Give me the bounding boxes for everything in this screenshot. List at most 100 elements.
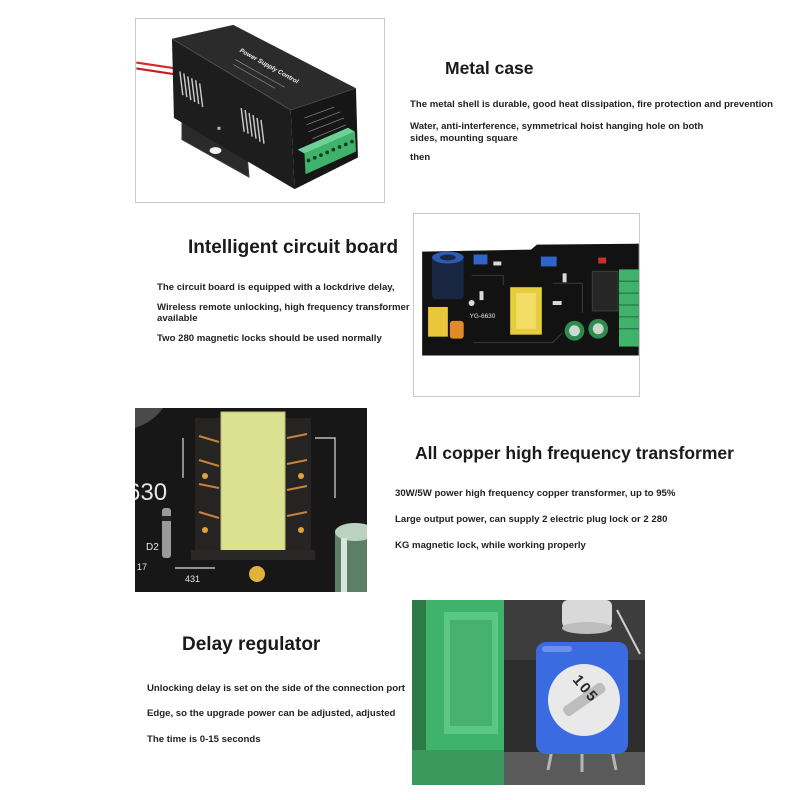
terminal-screw [337,145,342,149]
part-number-label: 630 [135,479,167,506]
transformer-core [221,412,285,556]
vent-slot [191,78,196,103]
circuit-board-drawing: YG-6630 [414,214,639,396]
red-wire [136,61,177,70]
metal-case-text-line: The metal shell is durable, good heat di… [410,99,774,110]
diode-label: D2 [146,542,159,553]
silkscreen-lines [175,437,336,569]
terminal-top [297,127,355,154]
terminal-block [297,127,356,175]
pcb-trace [471,274,504,286]
transformer-closeup-photo: 630 D2 17 431 [135,408,367,592]
potentiometer-highlight [542,646,572,652]
capacitor-top [335,523,367,541]
board-surface [504,752,645,785]
copper-wire [286,485,308,491]
transformer-closeup-drawing: 630 D2 17 431 [135,408,367,592]
terminal-screw [325,150,330,155]
metal-case-text-line: then [410,152,431,163]
board-label: YG-6630 [470,313,496,320]
metal-case-title: Metal case [445,58,534,78]
transformer-yellow [510,287,542,335]
terminal-front [304,131,356,175]
diode-body [162,508,171,558]
transformer-core [516,293,536,329]
transformer-text-line: Large output power, can supply 2 electri… [395,514,668,525]
solder-point [202,527,208,533]
red-wires [136,61,177,76]
pcb-traces [471,274,583,344]
mounting-hole [209,147,222,155]
metal-case-photo: Power Supply Control [135,18,385,203]
diode [162,508,171,558]
white-component-base [562,622,612,634]
diode-band [162,516,171,521]
circuit-board-text-line: Wireless remote unlocking, high frequenc… [157,302,410,313]
copper-wire [198,511,220,519]
rotor-slot [563,682,606,717]
terminal-screw [312,155,317,160]
marking-line [312,124,347,140]
bobbin-base [191,550,315,560]
capacitor-body [432,255,464,300]
end-face-markings [304,106,347,140]
case-front-side [171,38,295,190]
resistor [479,291,484,301]
metal-case-text-line: sides, mounting square [410,133,518,144]
delay-regulator-text-line: Unlocking delay is set on the side of th… [147,683,405,694]
vent-slot [195,80,200,105]
resistor [552,301,562,305]
capacitor-top-center [439,254,456,261]
circuit-board-text-line: The circuit board is equipped with a loc… [157,282,395,293]
marking-line [304,106,335,119]
marking-line [308,117,345,133]
vent-slot [187,76,192,101]
terminal-block [618,269,639,347]
copper-wire [198,483,220,489]
vent-slot [198,83,204,108]
circuit-board-title: Intelligent circuit board [188,237,399,258]
marking-line [233,64,275,89]
solder-point [202,473,208,479]
vent-slots [179,71,265,144]
wire [616,609,641,655]
capacitor-stripe [341,538,347,592]
vent-slot [252,114,257,139]
terminal-edge [412,600,426,785]
small-part [468,300,475,306]
white-component-body [562,600,612,628]
marking-line [235,59,285,88]
terminal-screw [350,139,354,144]
yellow-inductor [428,306,448,337]
ref-label: 17 [137,562,147,572]
vent-slot [240,107,245,132]
small-components [468,261,567,306]
board-corner [135,408,163,428]
terminal-screw [343,142,348,147]
delay-regulator-title: Delay regulator [182,634,321,655]
transformer-text-line: KG magnetic lock, while working properly [395,540,586,551]
pcb-trace [473,332,563,344]
vent-slot [244,109,249,134]
case-edge-highlight [171,38,291,111]
capacitor-pair [564,318,609,341]
marking-line [306,111,341,126]
terminal-block [412,600,504,785]
silkscreen-line [315,437,336,498]
blue-component [540,256,557,267]
vent-slot [248,112,253,137]
red-component [598,257,607,264]
copper-windings [198,433,308,519]
terminal-dividers [618,280,639,330]
electrolytic-capacitor [335,523,367,592]
component-label: 431 [185,574,200,584]
orange-capacitor [449,320,464,339]
copper-wire [286,459,308,465]
potentiometer: 105 [536,642,628,754]
relay [591,270,619,312]
delay-regulator-text-line: The time is 0-15 seconds [147,734,261,745]
resistor [493,261,502,266]
blue-component [473,254,488,265]
case-top-face [171,24,356,111]
